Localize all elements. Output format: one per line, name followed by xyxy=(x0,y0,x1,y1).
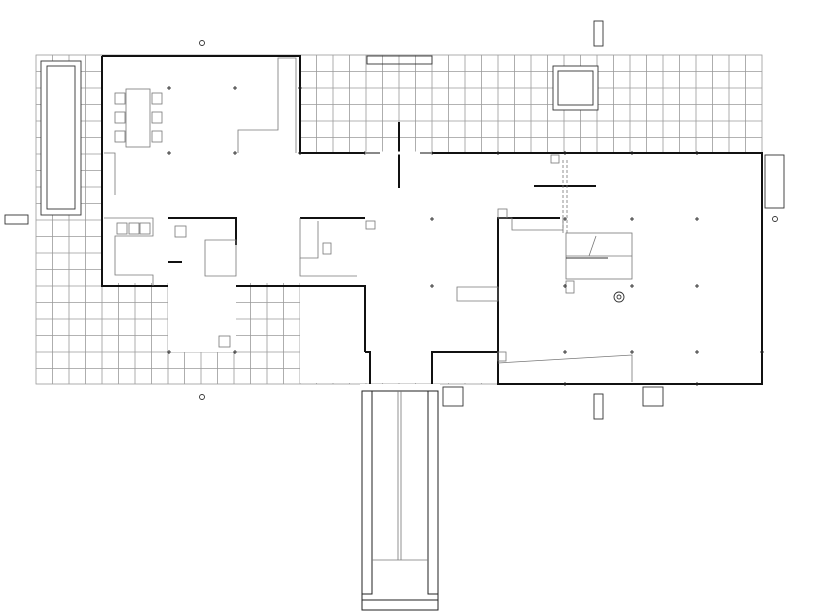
square-planter xyxy=(552,65,599,111)
structural-columns xyxy=(167,86,764,386)
dining-table xyxy=(114,88,163,148)
stair xyxy=(456,154,633,382)
kitchen-counter xyxy=(104,57,297,286)
service-block xyxy=(168,218,376,348)
reflecting-pool xyxy=(40,60,82,216)
entrance-ramp xyxy=(361,390,439,611)
exterior-markers xyxy=(4,20,785,420)
